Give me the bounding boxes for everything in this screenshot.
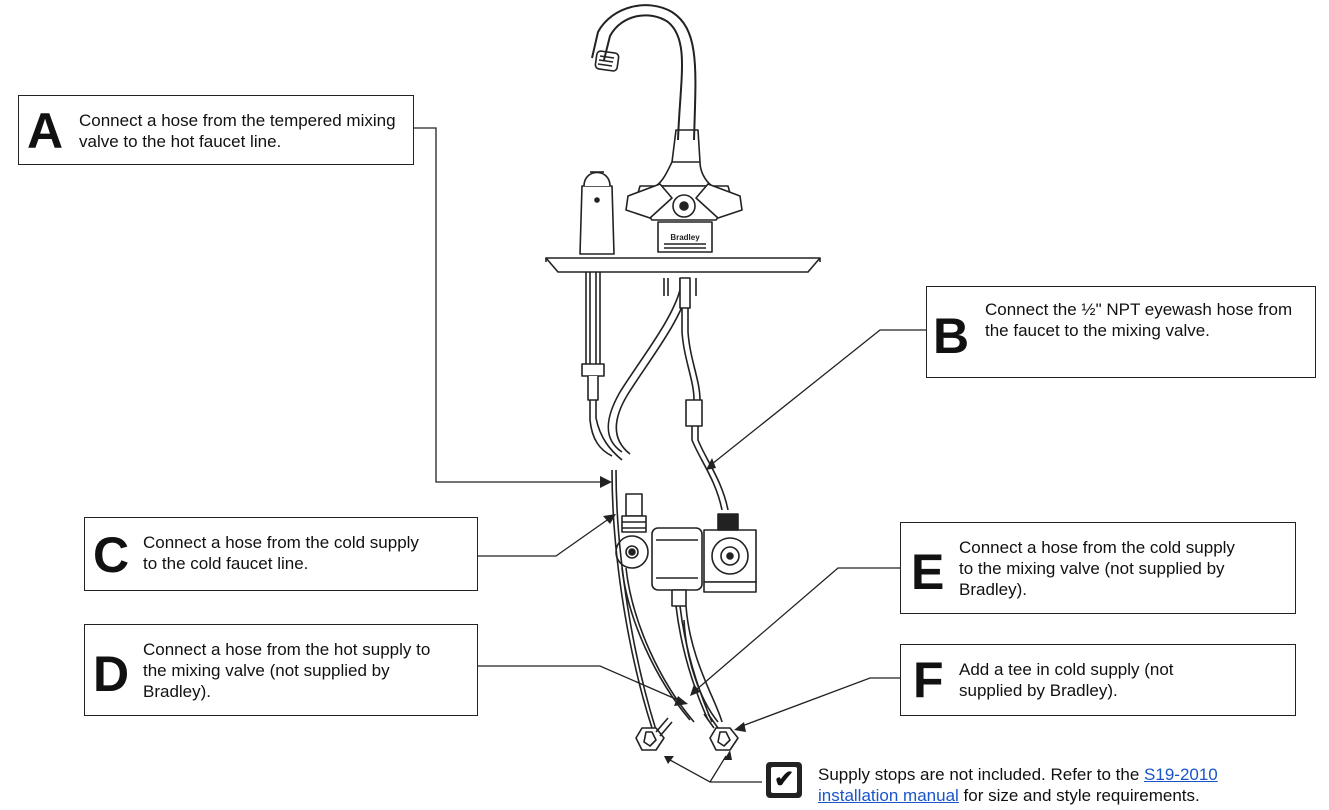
s19-2010-link[interactable]: S19-2010 (1144, 765, 1218, 784)
supply-stops-note: Supply stops are not included. Refer to … (818, 764, 1318, 806)
eyewash-head (579, 171, 615, 255)
callout-f-letter: F (913, 652, 944, 708)
callout-c: C Connect a hose from the cold supply to… (84, 517, 478, 591)
faucet-spout (591, 4, 713, 187)
leader-lines (414, 127, 926, 783)
callout-c-text: Connect a hose from the cold supply to t… (143, 533, 419, 573)
callout-d-letter: D (93, 646, 130, 702)
installation-manual-link[interactable]: installation manual (818, 786, 959, 805)
callout-d: D Connect a hose from the hot supply to … (84, 624, 478, 716)
checkmark-icon: ✔ (766, 762, 802, 798)
note-suffix: for size and style requirements. (958, 786, 1200, 805)
callout-d-text: Connect a hose from the hot supply to th… (143, 640, 431, 701)
arrowheads (600, 458, 746, 764)
callout-b: B Connect the ½" NPT eyewash hose from t… (926, 286, 1316, 378)
deck-plate (545, 257, 821, 273)
callout-e-letter: E (911, 544, 945, 600)
brand-label: Bradley (670, 233, 700, 242)
callout-a: A Connect a hose from the tempered mixin… (18, 95, 414, 165)
mixing-valve (615, 493, 757, 607)
callout-c-letter: C (93, 527, 130, 583)
callout-b-letter: B (933, 308, 970, 364)
callout-b-text: Connect the ½" NPT eyewash hose from the… (985, 300, 1293, 340)
callout-a-text: Connect a hose from the tempered mixing … (79, 111, 396, 151)
callout-f-text: Add a tee in cold supply (not supplied b… (959, 660, 1174, 700)
callout-e: E Connect a hose from the cold supply to… (900, 522, 1296, 614)
callout-f: F Add a tee in cold supply (not supplied… (900, 644, 1296, 716)
supply-stops (635, 713, 739, 751)
note-prefix: Supply stops are not included. Refer to … (818, 765, 1145, 784)
callout-e-text: Connect a hose from the cold supply to t… (959, 538, 1235, 599)
hoses (581, 272, 729, 511)
faucet-handles (625, 183, 743, 253)
callout-a-letter: A (27, 103, 64, 159)
